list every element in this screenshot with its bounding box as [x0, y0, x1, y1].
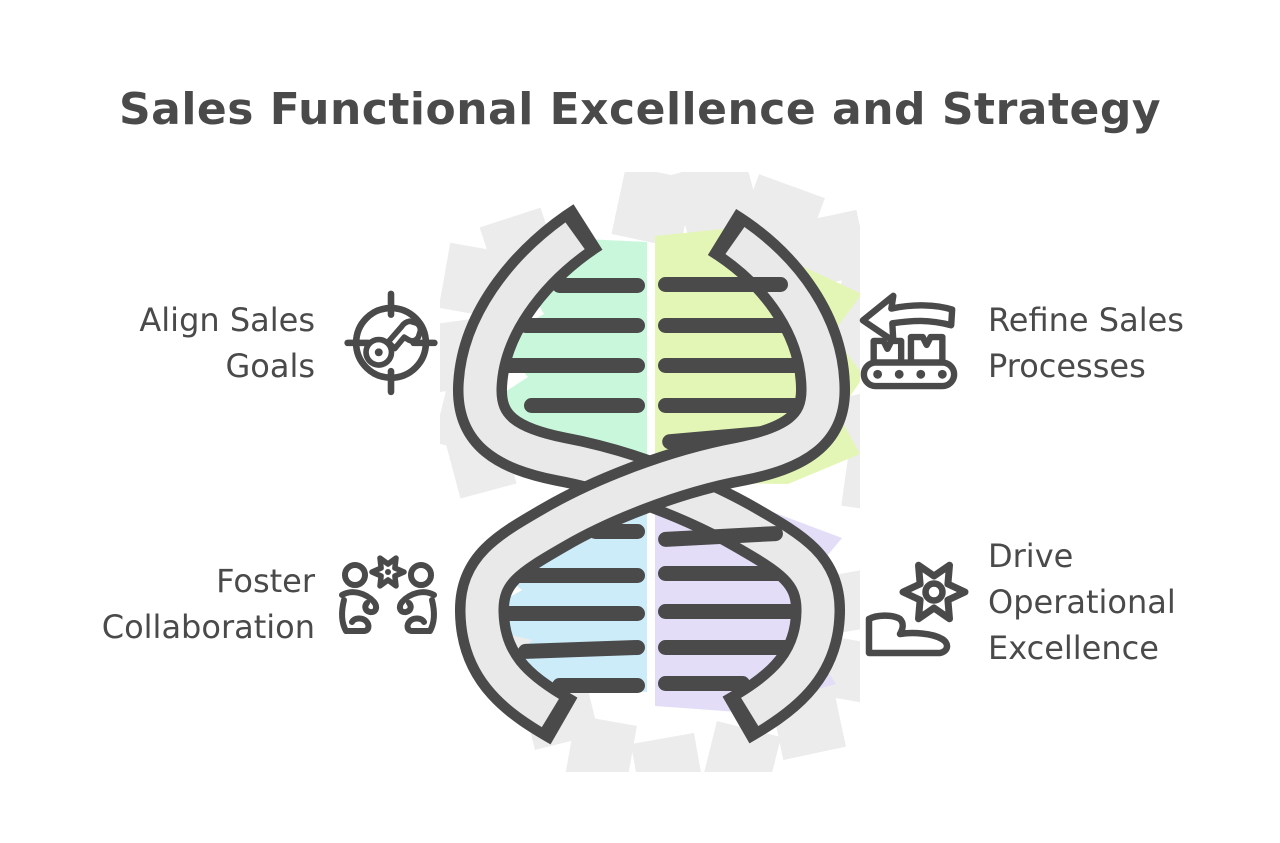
gear-boot-icon: [865, 561, 969, 657]
page-title: Sales Functional Excellence and Strategy: [118, 84, 1162, 135]
boot-shape: [865, 612, 951, 657]
label-drive-operational-excellence: Drive Operational Excellence: [988, 537, 1176, 667]
label-refine-sales-processes: Refine Sales Processes: [988, 301, 1184, 385]
label-foster-collaboration: Foster Collaboration: [101, 562, 315, 646]
label-align-sales-goals: Align Sales Goals: [139, 301, 315, 385]
collaboration-people-icon: [338, 555, 438, 634]
person-right: [396, 562, 438, 634]
target-crosshair-key-icon: [344, 290, 438, 396]
dna-strand-right: [455, 209, 850, 745]
dna-double-helix-icon: [440, 172, 860, 772]
dna-rungs-over: [518, 277, 788, 659]
conveyor-belt-arrow-icon: [859, 292, 958, 390]
person-left: [338, 562, 380, 634]
